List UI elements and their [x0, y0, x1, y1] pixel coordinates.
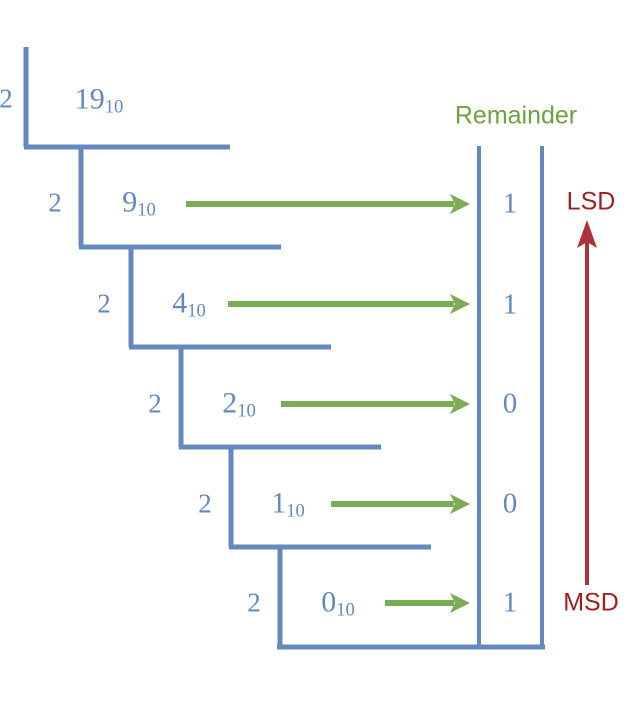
divisor-row-0: 2: [0, 83, 13, 114]
divisor-row-1: 2: [48, 187, 62, 218]
remainder-arrow-row-4: [331, 494, 470, 514]
remainder-digit-row-1: 1: [502, 187, 518, 220]
quotient-base-row-0: 10: [104, 96, 124, 118]
quotient-base-row-3: 10: [237, 400, 256, 422]
quotient-value-row-2: 4: [172, 286, 188, 320]
quotient-base-row-1: 10: [137, 199, 156, 221]
remainder-column-heading: Remainder: [454, 101, 578, 130]
remainder-digit-row-3: 0: [502, 387, 518, 420]
msd-label: MSD: [563, 588, 619, 617]
remainder-digit-row-5: 1: [502, 586, 518, 619]
quotient-row-3: 210: [222, 386, 256, 422]
divisor-row-5: 2: [247, 587, 261, 618]
quotient-base-row-5: 10: [336, 599, 355, 621]
remainder-arrow-row-1: [186, 194, 470, 214]
quotient-row-1: 910: [122, 185, 156, 221]
divisor-row-3: 2: [148, 388, 162, 419]
quotient-row-2: 410: [172, 286, 206, 322]
divisor-row-2: 2: [97, 288, 111, 319]
remainder-arrow-row-5: [385, 593, 470, 613]
quotient-value-row-5: 0: [321, 585, 337, 619]
lsd-label: LSD: [566, 187, 616, 216]
quotient-base-row-4: 10: [286, 500, 305, 522]
quotient-row-4: 110: [271, 486, 305, 522]
remainder-arrow-row-3: [281, 394, 470, 414]
quotient-value-row-1: 9: [122, 185, 138, 219]
quotient-base-row-2: 10: [187, 300, 206, 322]
remainder-digit-row-4: 0: [502, 487, 518, 520]
divisor-row-4: 2: [198, 488, 212, 519]
quotient-value-row-4: 1: [271, 486, 287, 520]
remainder-arrow-row-2: [228, 294, 470, 314]
quotient-row-5: 010: [321, 585, 355, 621]
quotient-value-row-0: 19: [74, 82, 105, 116]
quotient-value-row-3: 2: [222, 386, 238, 420]
quotient-row-0: 1910: [74, 82, 124, 118]
remainder-digit-row-2: 1: [502, 288, 518, 321]
